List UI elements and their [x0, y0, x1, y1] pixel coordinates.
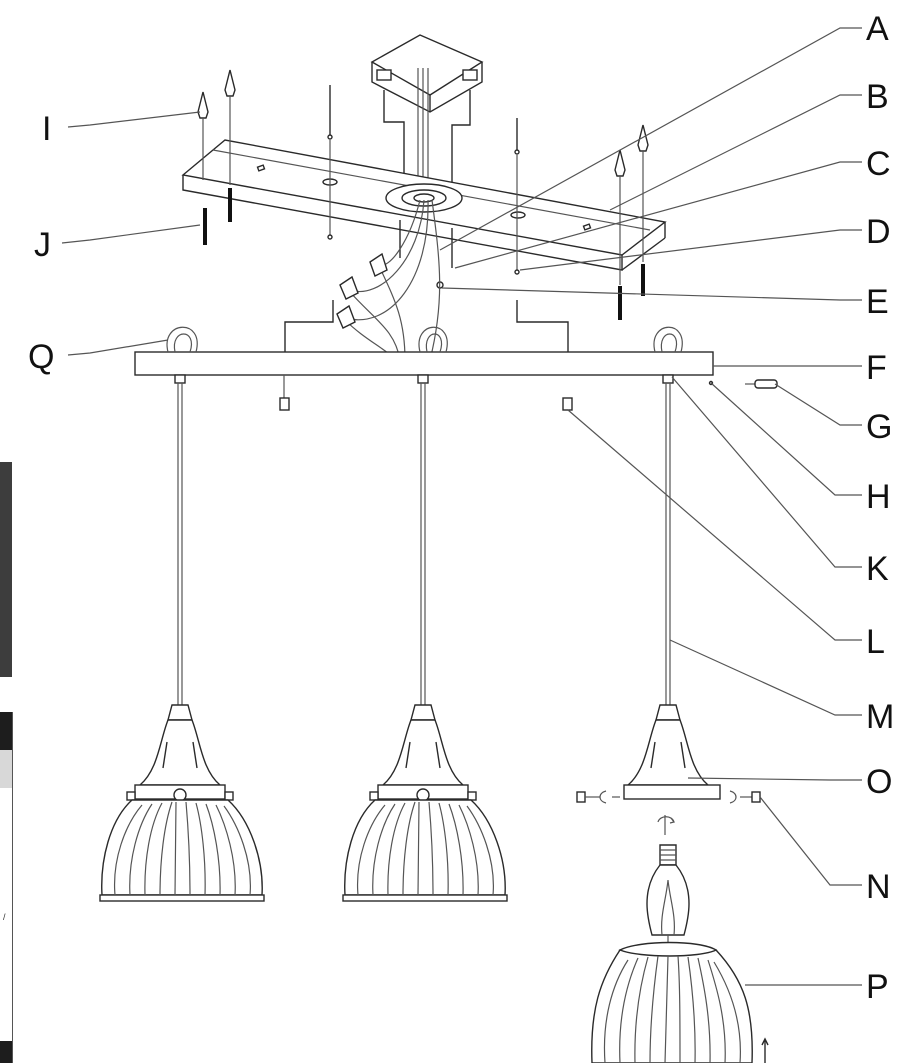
- label-d: D: [866, 213, 891, 251]
- main-canopy-bar: [134, 300, 714, 376]
- hanging-loops: [166, 326, 683, 353]
- label-b: B: [866, 78, 889, 116]
- left-edge-mark: /: [3, 912, 6, 922]
- pendant-socket-exploded: [576, 704, 761, 948]
- screws: [203, 85, 645, 320]
- pendant-shade-1: [99, 704, 265, 902]
- left-edge-dark-strip: [0, 462, 12, 677]
- label-a: A: [866, 10, 889, 48]
- label-i: I: [42, 110, 51, 148]
- label-o: O: [866, 763, 892, 801]
- label-q: Q: [28, 338, 54, 376]
- left-edge-panel-footer: [0, 1041, 12, 1063]
- left-edge-panel: /: [0, 712, 13, 1063]
- pendant-cords: [174, 374, 674, 705]
- label-m: M: [866, 698, 894, 736]
- label-p: P: [866, 968, 889, 1006]
- label-l: L: [866, 623, 885, 661]
- label-f: F: [866, 349, 887, 387]
- pendant-shade-2: [342, 704, 508, 902]
- label-c: C: [866, 145, 891, 183]
- label-e: E: [866, 283, 889, 321]
- label-j: J: [34, 226, 51, 264]
- set-screw: [708, 379, 778, 389]
- label-n: N: [866, 868, 891, 906]
- left-edge-panel-header: [0, 712, 12, 750]
- label-g: G: [866, 408, 892, 446]
- label-k: K: [866, 550, 889, 588]
- wires-and-connectors: [336, 199, 441, 361]
- pendant-shade-3: [591, 941, 769, 1063]
- label-h: H: [866, 478, 891, 516]
- left-edge-panel-band: [0, 750, 12, 788]
- caps: [279, 375, 573, 411]
- leader-lines: [61, 27, 862, 986]
- part-labels: A B C D E F G H K L M O N P I J Q: [28, 10, 894, 1006]
